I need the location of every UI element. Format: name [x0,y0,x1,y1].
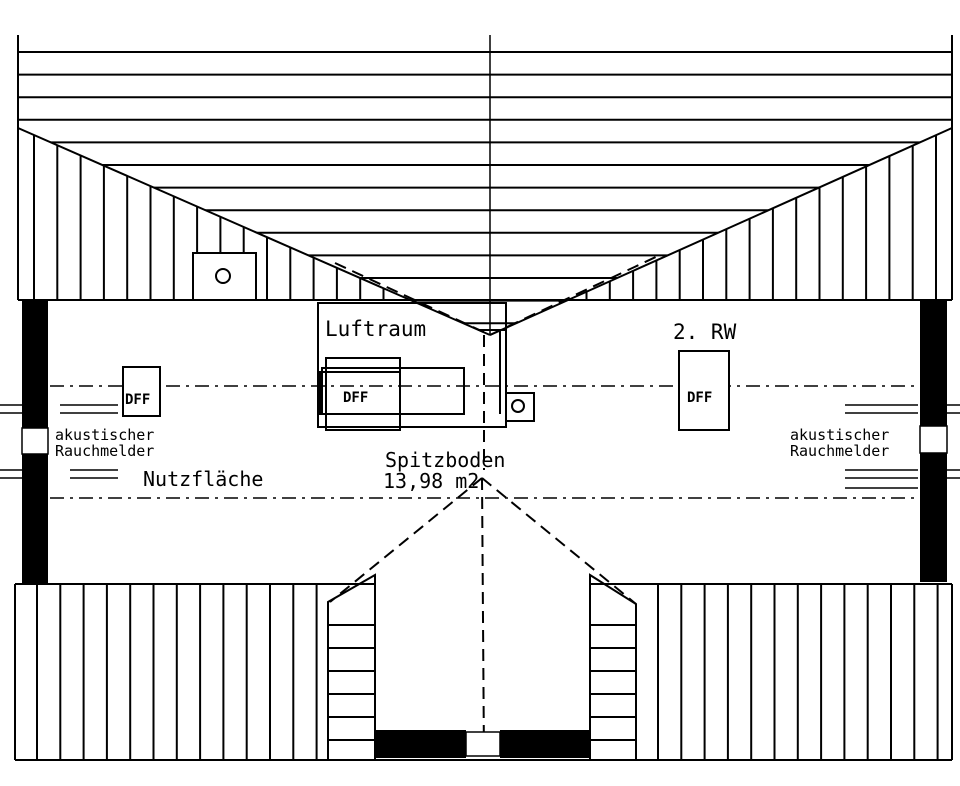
nutzflaeche-label: Nutzfläche [143,467,263,491]
upper-roof-area [17,35,953,336]
dormer-window [465,731,501,757]
luftraum-label: Luftraum [325,317,426,341]
lower-roof-area [14,573,953,761]
rw-label: 2. RW [673,320,737,344]
left-window [21,427,49,455]
reference-axis-lines [0,385,960,499]
dff-window-right [678,350,730,431]
fixtures [122,252,730,431]
dff-label-right: DFF [687,390,712,406]
room-name: Spitzboden [385,448,505,472]
smoke-detector-label-left-2: Rauchmelder [55,442,154,460]
smoke-detector-label-right-1: akustischer [790,426,889,444]
chimney-circle [215,268,231,284]
dormer-front-wall-left [376,730,466,758]
dormer-front-wall-right [500,730,590,758]
gable-walls [21,300,948,584]
smoke-detector-label-right-2: Rauchmelder [790,442,889,460]
dff-window-left [122,366,161,417]
dff-label-center: DFF [343,390,368,406]
dff-window-center-inner [319,371,401,415]
smoke-detector-label-left-1: akustischer [55,426,154,444]
dff-label-left: DFF [125,392,150,408]
smoke-detector-circle [511,399,525,413]
room-area: 13,98 m2 [383,469,479,493]
ridge-dashed-lines [329,254,661,761]
right-window [919,425,948,454]
